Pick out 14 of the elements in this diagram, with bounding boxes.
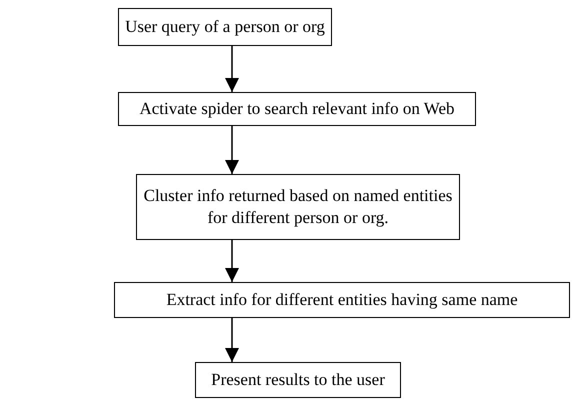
arrow [225, 126, 239, 174]
arrow [225, 240, 239, 282]
arrow [225, 46, 239, 92]
process-box [195, 362, 401, 398]
process-box [136, 174, 460, 240]
process-box [118, 92, 476, 126]
box-text: User query of a person or org [124, 16, 326, 38]
process-box [114, 282, 570, 318]
box-text: Extract info for different entities having same name [165, 288, 519, 311]
box-text: Present results to the user [210, 368, 386, 391]
arrow [225, 318, 239, 362]
process-box [118, 8, 332, 46]
box-text: Activate spider to search relevant info on Web [138, 98, 456, 120]
box-text: Cluster info returned based on named entities for different person or org. [142, 184, 454, 229]
